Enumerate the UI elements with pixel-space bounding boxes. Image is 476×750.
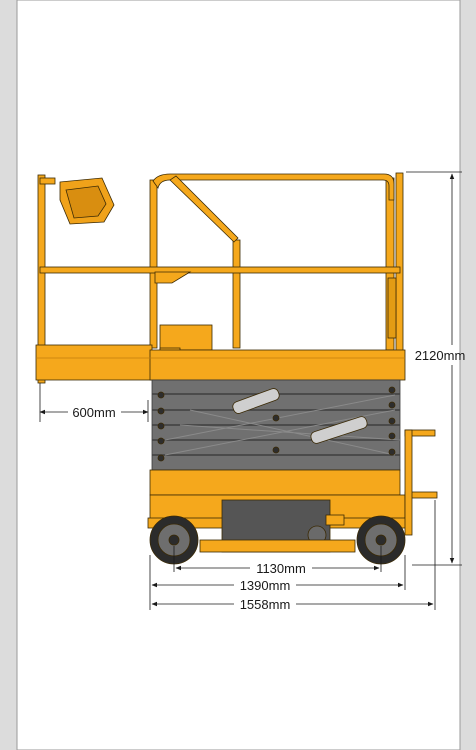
dim-label-2120: 2120mm — [415, 348, 466, 363]
front-wheel — [356, 515, 406, 565]
lift-cylinder-upper — [232, 388, 280, 414]
dim-label-600: 600mm — [72, 405, 115, 420]
dimension-lines — [39, 171, 462, 610]
scissor-lift-illustration — [35, 172, 438, 565]
control-box — [159, 324, 213, 351]
chassis-frame — [149, 469, 401, 496]
platform-deck — [149, 349, 406, 381]
dim-label-1130: 1130mm — [256, 561, 306, 576]
dim-label-1390: 1390mm — [240, 578, 291, 593]
guard-rails — [37, 172, 404, 384]
lift-cylinder-lower — [310, 416, 368, 444]
dim-label-1558: 1558mm — [240, 597, 291, 612]
extension-deck — [35, 344, 153, 381]
